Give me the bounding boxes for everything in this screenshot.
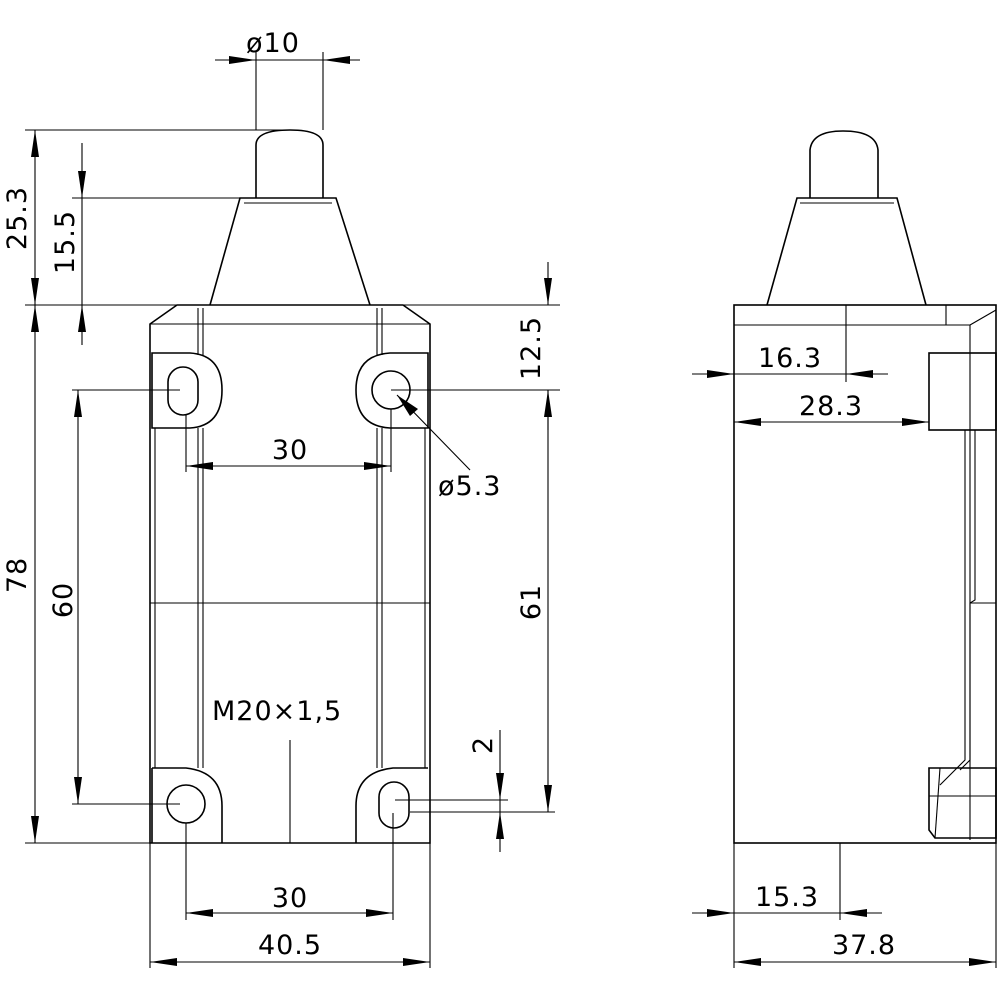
side-view — [733, 130, 997, 968]
dim-body-width: 40.5 — [149, 843, 431, 968]
actuator-head — [209, 197, 371, 306]
svg-text:15.3: 15.3 — [755, 882, 819, 913]
dim-plunger-diameter: ø10 — [215, 28, 360, 130]
side-actuator-head — [766, 197, 927, 306]
svg-text:25.3: 25.3 — [2, 186, 33, 250]
dim-side-body-depth: 37.8 — [734, 930, 996, 966]
svg-text:28.3: 28.3 — [799, 391, 863, 422]
svg-text:12.5: 12.5 — [516, 316, 547, 380]
plunger — [255, 129, 324, 198]
dim-side-28-3: 28.3 — [734, 391, 929, 426]
svg-text:60: 60 — [48, 582, 79, 618]
thread-label: M20×1,5 — [212, 696, 342, 727]
side-bottom-lug — [928, 767, 997, 839]
bottom-right-lug — [355, 767, 428, 843]
dim-bottom-hole-pitch: 30 — [185, 813, 394, 920]
top-left-slot — [167, 366, 199, 416]
svg-text:16.3: 16.3 — [758, 343, 822, 374]
dim-slot-offset: 2 — [395, 730, 508, 852]
top-left-lug — [151, 352, 223, 429]
svg-text:15.5: 15.5 — [50, 210, 81, 274]
dim-head-height: 15.5 — [50, 143, 256, 345]
svg-text:78: 78 — [2, 557, 33, 593]
svg-text:40.5: 40.5 — [258, 930, 322, 961]
bottom-left-lug — [151, 767, 223, 843]
svg-text:37.8: 37.8 — [832, 930, 896, 961]
bottom-right-slot — [378, 781, 410, 829]
svg-text:30: 30 — [272, 435, 308, 466]
dim-body-height: 78 — [2, 305, 39, 843]
dim-total-height: 25.3 — [2, 129, 285, 305]
dim-top-hole-offset: 12.5 — [391, 262, 560, 430]
svg-text:30: 30 — [272, 883, 308, 914]
svg-text:61: 61 — [516, 584, 547, 620]
svg-text:ø5.3: ø5.3 — [438, 471, 501, 502]
dim-hole-diameter: ø5.3 — [396, 394, 501, 502]
svg-text:ø10: ø10 — [246, 28, 300, 59]
dim-right-hole-spacing: 61 — [410, 390, 555, 813]
side-plunger — [809, 130, 879, 198]
side-body — [733, 304, 997, 844]
svg-text:2: 2 — [468, 736, 499, 754]
top-right-lug — [355, 352, 429, 429]
dim-top-hole-pitch: 30 — [185, 409, 392, 472]
dim-side-16-3: 16.3 — [692, 343, 888, 378]
side-top-lug — [928, 352, 997, 431]
dim-side-15-3: 15.3 — [692, 882, 882, 917]
dim-left-hole-spacing: 60 — [48, 389, 180, 805]
